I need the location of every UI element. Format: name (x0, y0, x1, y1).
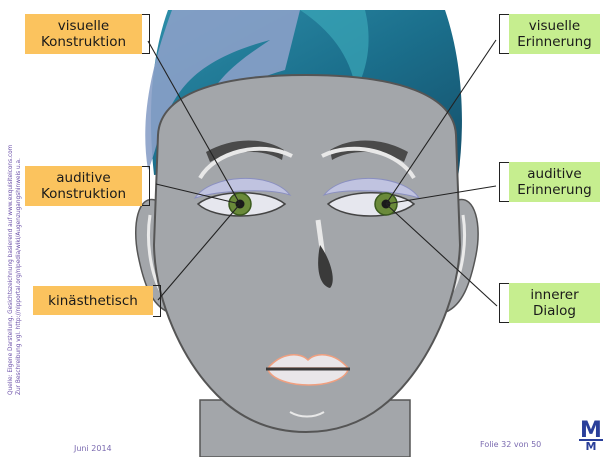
label-kinesthetic: kinästhetisch (33, 286, 153, 315)
bracket-visual-construction (142, 14, 150, 54)
footer-slide-number: Folie 32 von 50 (480, 440, 541, 449)
label-auditory-memory: auditive Erinnerung (509, 162, 600, 202)
bracket-visual-memory (499, 14, 509, 54)
logo-icon: M M (576, 417, 606, 451)
label-inner-dialogue: innerer Dialog (509, 283, 600, 323)
label-auditory-construction: auditive Konstruktion (25, 166, 142, 206)
label-visual-construction: visuelle Konstruktion (25, 14, 142, 54)
footer-date: Juni 2014 (74, 444, 112, 453)
bracket-auditory-memory (499, 162, 509, 202)
source-credit: Quelle: Eigene Darstellung, Gesichtszeic… (8, 95, 23, 395)
label-visual-memory: visuelle Erinnerung (509, 14, 600, 54)
bracket-inner-dialogue (499, 283, 509, 323)
bracket-auditory-construction (142, 166, 150, 206)
logo-letter-bottom: M (586, 440, 597, 451)
bracket-kinesthetic (153, 285, 161, 317)
